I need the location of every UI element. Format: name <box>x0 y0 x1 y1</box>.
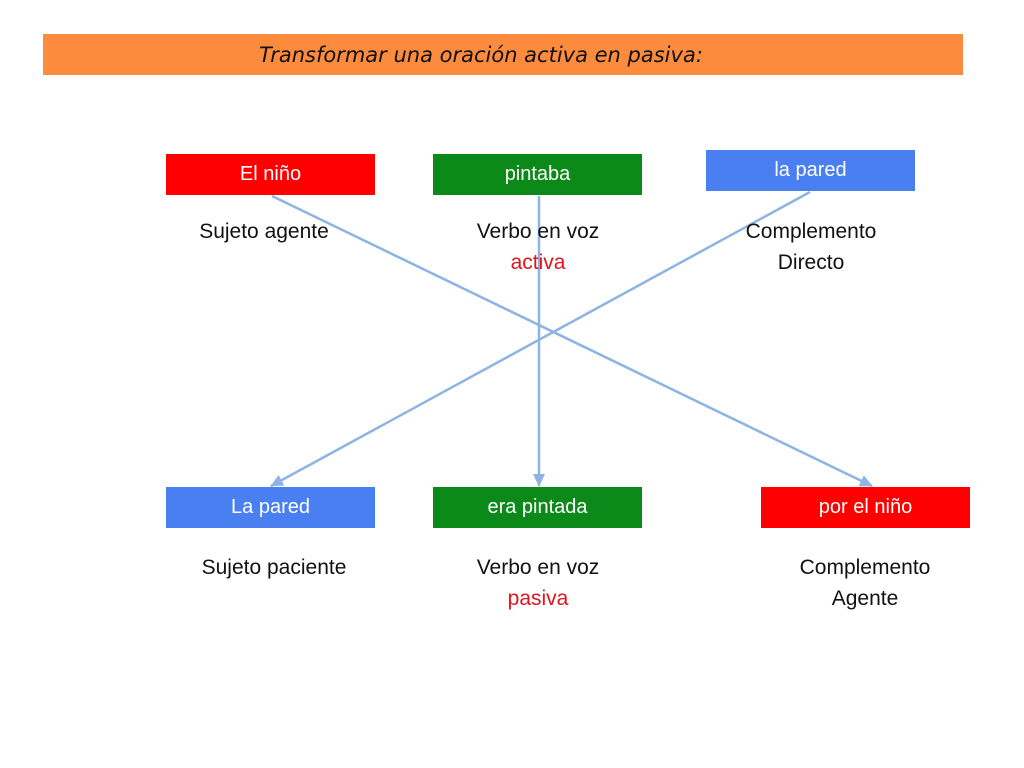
active-object-box: la pared <box>706 150 915 191</box>
passive-agent-label: Complemento Agente <box>765 552 965 614</box>
passive-verb-box: era pintada <box>433 487 642 528</box>
active-object-label-line1: Complemento <box>745 220 877 243</box>
title-bar: Transformar una oración activa en pasiva… <box>43 34 963 75</box>
active-subject-text: El niño <box>239 163 302 185</box>
passive-verb-label: Verbo en voz pasiva <box>438 552 638 614</box>
passive-subject-label: Sujeto paciente <box>201 556 347 579</box>
active-subject-label: Sujeto agente <box>199 220 329 243</box>
active-verb-label-line1: Verbo en voz <box>476 220 600 243</box>
active-verb-text: pintaba <box>504 163 571 185</box>
passive-subject-box: La pared <box>166 487 375 528</box>
active-object-label-line2: Directo <box>777 251 845 274</box>
page-title: Transformar una oración activa en pasiva… <box>259 42 703 67</box>
passive-agent-text: por el niño <box>818 496 913 518</box>
passive-verb-label-line1: Verbo en voz <box>476 556 600 579</box>
active-subject-box: El niño <box>166 154 375 195</box>
passive-subject-text: La pared <box>231 496 310 518</box>
passive-verb-label-line2: pasiva <box>507 587 569 610</box>
arrow-object-to-subject <box>270 190 811 488</box>
active-verb-box: pintaba <box>433 154 642 195</box>
passive-agent-label-line2: Agente <box>831 587 899 610</box>
active-verb-label-line2: activa <box>510 251 566 274</box>
passive-agent-box: por el niño <box>761 487 970 528</box>
passive-agent-label-line1: Complemento <box>799 556 931 579</box>
active-verb-label: Verbo en voz activa <box>438 216 638 278</box>
active-object-label: Complemento Directo <box>711 216 911 278</box>
arrow-subject-to-agent <box>271 194 873 488</box>
active-object-text: la pared <box>774 159 847 181</box>
passive-verb-text: era pintada <box>487 496 588 518</box>
